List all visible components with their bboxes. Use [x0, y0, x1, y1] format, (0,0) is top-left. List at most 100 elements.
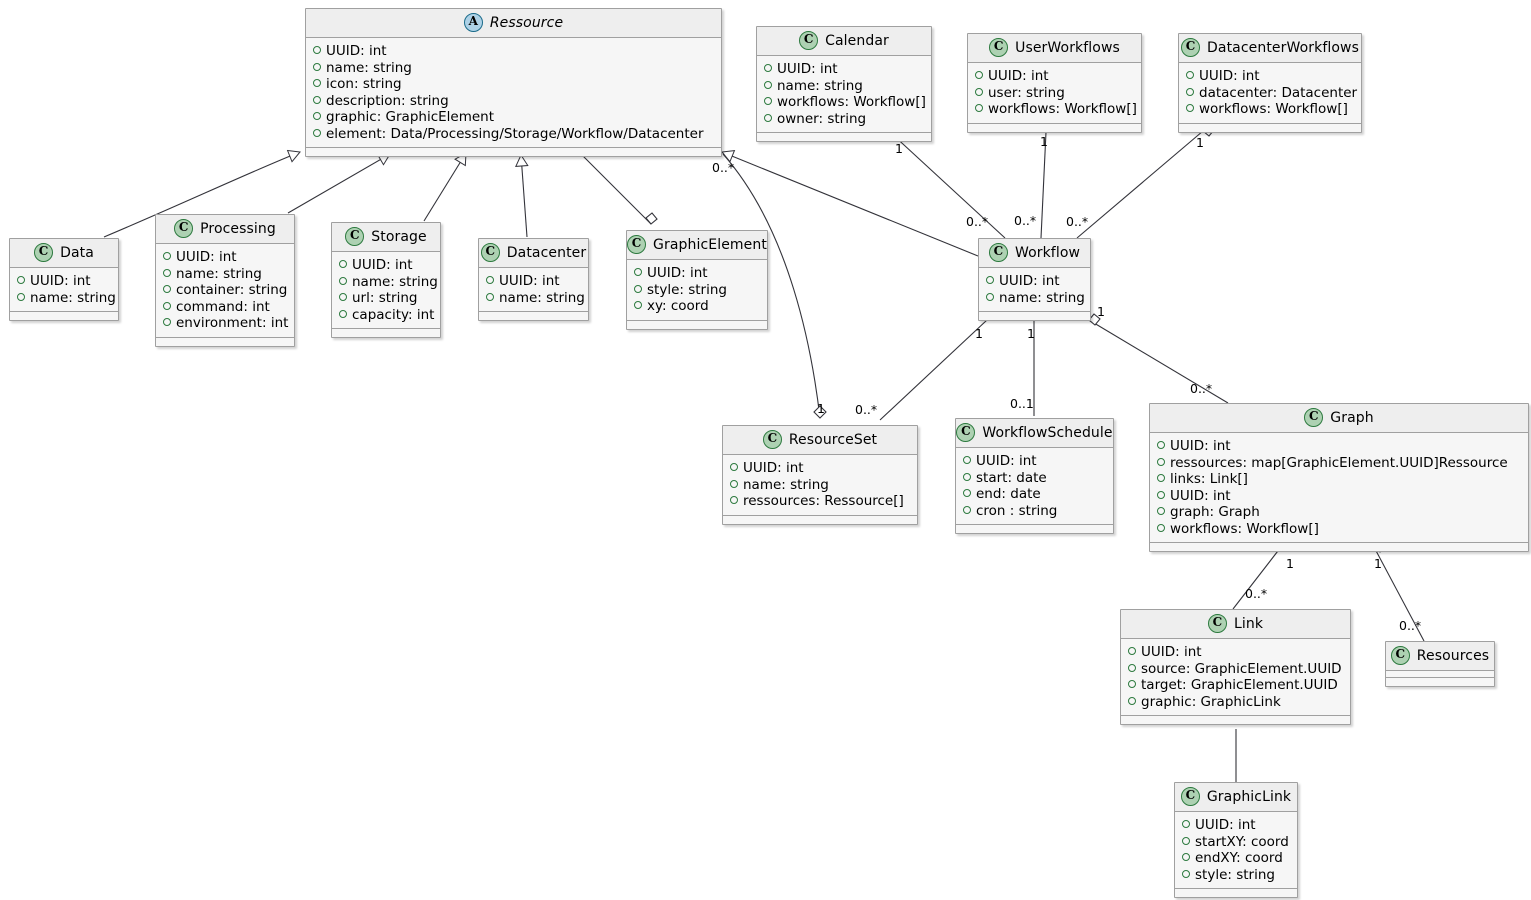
multiplicity-m-link-0n: 0..*	[1245, 586, 1268, 601]
attribute-label: name: string	[743, 476, 829, 493]
public-visibility-icon	[163, 252, 171, 260]
attribute-row: name: string	[17, 290, 116, 307]
class-stereotype-icon: C	[1207, 614, 1227, 633]
attribute-row: style: string	[634, 282, 760, 299]
public-visibility-icon	[339, 260, 347, 268]
attribute-row: start: date	[963, 470, 1106, 487]
public-visibility-icon	[764, 113, 772, 122]
attribute-row: UUID: int	[486, 273, 581, 290]
public-visibility-icon	[1157, 523, 1165, 532]
class-methods-workflowschedule	[956, 525, 1113, 533]
attribute-row: UUID: int	[1182, 817, 1290, 834]
public-visibility-icon	[963, 456, 971, 464]
attribute-row: graph: Graph	[1157, 504, 1521, 521]
public-visibility-icon	[486, 276, 494, 284]
public-visibility-icon	[313, 46, 321, 54]
public-visibility-icon	[17, 292, 25, 301]
public-visibility-icon	[1157, 441, 1165, 449]
class-stereotype-icon: C	[627, 235, 647, 254]
attribute-row: ressources: Ressource[]	[730, 493, 910, 510]
attribute-label: style: string	[647, 281, 727, 298]
attribute-label: links: Link[]	[1170, 471, 1248, 487]
class-title-link: Link	[1233, 615, 1264, 632]
public-visibility-icon	[1128, 663, 1136, 672]
class-title-datacenter: Datacenter	[506, 244, 587, 261]
attribute-row: user: string	[975, 85, 1134, 102]
class-stereotype-icon: C	[1390, 646, 1410, 665]
attribute-label: UUID: int	[30, 273, 91, 289]
attribute-row: UUID: int	[1157, 438, 1521, 455]
attribute-row: icon: string	[313, 76, 714, 93]
class-methods-workflow	[979, 312, 1090, 320]
class-methods-calendar	[757, 133, 931, 141]
class-stereotype-icon: C	[480, 243, 500, 262]
attribute-row: name: string	[986, 289, 1085, 307]
public-visibility-icon	[339, 293, 347, 301]
attribute-row: style: string	[1182, 867, 1290, 884]
multiplicity-m-calendar-1: 1	[895, 141, 903, 156]
attribute-label: workflows: Workflow[]	[1199, 101, 1348, 117]
class-title-data: Data	[60, 244, 94, 261]
class-methods-graph	[1150, 543, 1528, 551]
class-stereotype-icon: C	[989, 38, 1009, 57]
attribute-row: startXY: coord	[1182, 834, 1290, 851]
public-visibility-icon	[339, 309, 347, 318]
attribute-row: UUID: int	[1128, 644, 1343, 661]
class-stereotype-icon: C	[956, 423, 976, 442]
public-visibility-icon	[17, 276, 25, 284]
class-methods-datacenterworkflows	[1179, 123, 1361, 132]
attribute-label: user: string	[988, 84, 1065, 101]
multiplicity-m-wf-top-mid: 0..*	[1014, 213, 1037, 228]
attribute-label: startXY: coord	[1195, 833, 1289, 850]
attribute-label: name: string	[999, 289, 1085, 306]
diamond-graphicelement	[645, 212, 658, 225]
class-stereotype-icon: C	[1180, 787, 1200, 806]
public-visibility-icon	[1128, 680, 1136, 688]
attribute-row: name: string	[730, 477, 910, 494]
attribute-row: graphic: GraphicElement	[313, 109, 714, 126]
public-visibility-icon	[963, 489, 971, 497]
attribute-label: command: int	[176, 298, 270, 315]
attribute-label: ressources: Ressource[]	[743, 493, 904, 509]
public-visibility-icon	[764, 97, 772, 105]
class-stereotype-icon: C	[762, 430, 782, 449]
class-methods-link	[1121, 716, 1350, 724]
attribute-label: name: string	[176, 265, 262, 282]
attribute-row: url: string	[339, 290, 433, 307]
multiplicity-m-resources-0n: 0..*	[1399, 618, 1422, 633]
class-title-resourceset: ResourceSet	[788, 431, 878, 448]
public-visibility-icon	[1182, 869, 1190, 878]
public-visibility-icon	[963, 472, 971, 481]
attribute-label: description: string	[326, 92, 449, 109]
attribute-label: workflows: Workflow[]	[988, 101, 1137, 117]
